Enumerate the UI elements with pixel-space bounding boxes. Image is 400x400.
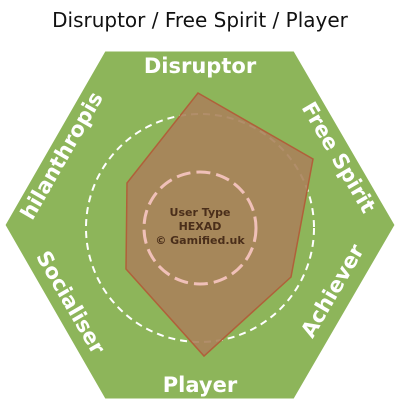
center-label-line3: © Gamified.uk (155, 234, 245, 247)
user-profile-polygon (125, 92, 314, 358)
page-title: Disruptor / Free Spirit / Player (52, 8, 348, 32)
label-player: Player (163, 373, 238, 397)
label-disruptor: Disruptor (144, 54, 257, 78)
label-disruptor-text: Disruptor (144, 54, 257, 78)
center-label-line1: User Type (170, 206, 231, 219)
outer-dashed-circle (85, 113, 315, 343)
inner-dashed-circle (142, 170, 258, 286)
label-player-text: Player (163, 373, 238, 397)
center-label-line2: HEXAD (179, 220, 222, 233)
